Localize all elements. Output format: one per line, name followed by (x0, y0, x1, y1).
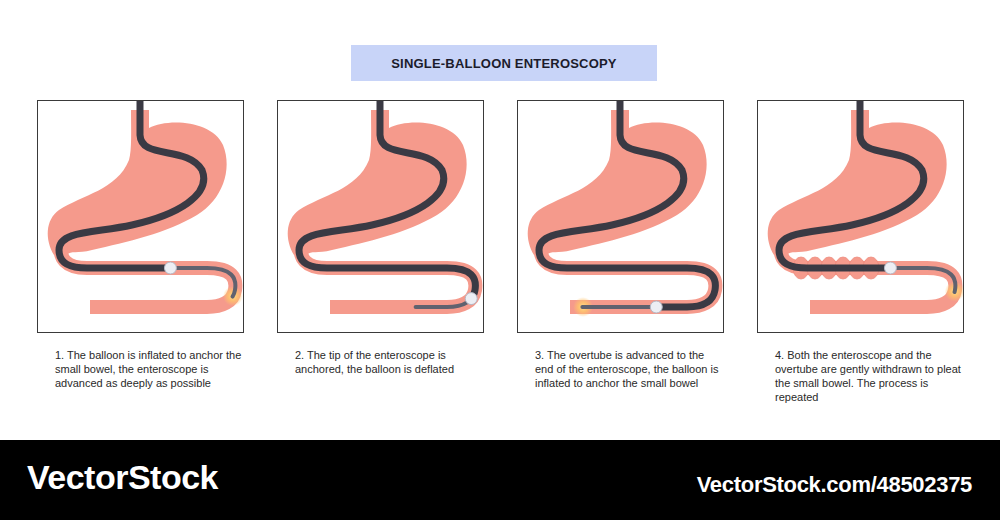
overtube (299, 100, 475, 307)
enteroscope (779, 100, 955, 307)
balloon (650, 301, 662, 313)
overtube (59, 100, 235, 307)
enteroscopy-illustration (757, 100, 964, 333)
balloon (884, 262, 896, 274)
step-panel: 4. Both the enteroscope and the overtube… (757, 100, 964, 333)
enteroscope (539, 100, 715, 307)
enteroscopy-illustration (277, 100, 484, 333)
watermark-text: VectorStock (27, 458, 218, 497)
step-caption: 2. The tip of the enteroscope is anchore… (295, 348, 483, 376)
step-panel: 3. The overtube is advanced to the end o… (517, 100, 724, 333)
enteroscope (59, 100, 235, 307)
balloon (465, 293, 477, 305)
small-bowel (60, 238, 235, 307)
title-box: SINGLE-BALLOON ENTEROSCOPY (351, 45, 657, 81)
step-caption: 3. The overtube is advanced to the end o… (535, 348, 723, 390)
small-bowel (300, 238, 475, 307)
enteroscopy-illustration (517, 100, 724, 333)
step-panel: 1. The balloon is inflated to anchor the… (37, 100, 244, 333)
enteroscope (299, 100, 475, 307)
step-panel: 2. The tip of the enteroscope is anchore… (277, 100, 484, 333)
step-caption: 1. The balloon is inflated to anchor the… (55, 348, 243, 390)
step-caption: 4. Both the enteroscope and the overtube… (775, 348, 963, 404)
balloon (164, 262, 176, 274)
small-bowel (780, 238, 955, 307)
enteroscopy-illustration (37, 100, 244, 333)
title-text: SINGLE-BALLOON ENTEROSCOPY (391, 56, 617, 71)
small-bowel (540, 238, 715, 307)
overtube (539, 100, 715, 307)
overtube (779, 100, 955, 307)
watermark-text: VectorStock.com/48502375 (697, 472, 972, 498)
